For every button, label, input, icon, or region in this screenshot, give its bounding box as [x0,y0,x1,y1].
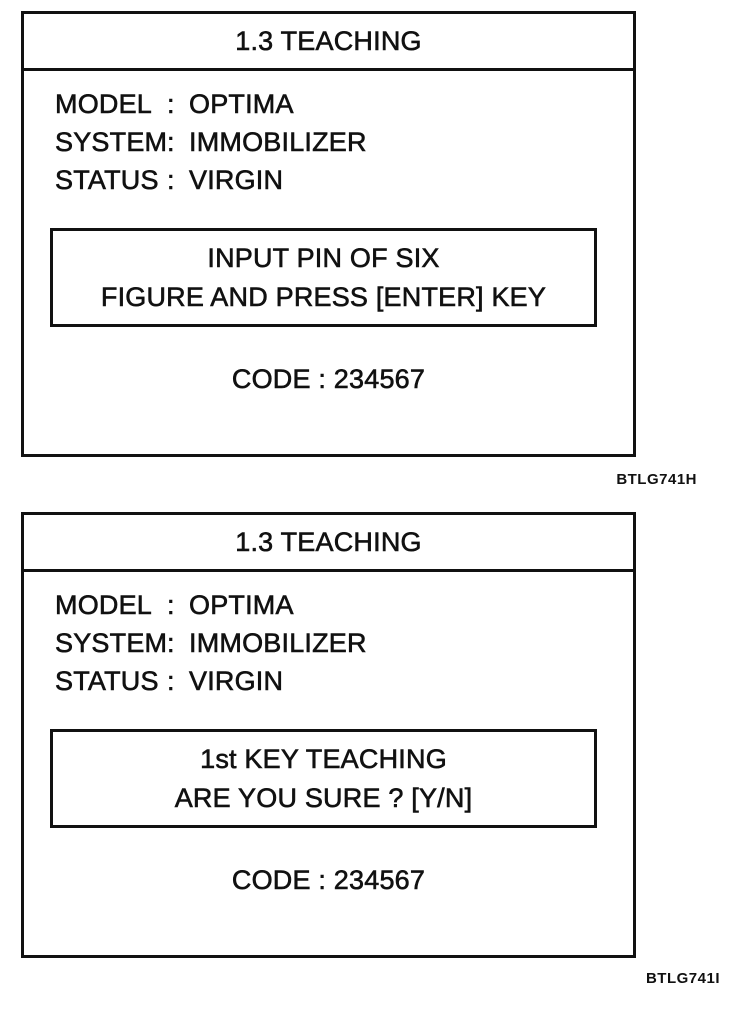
figure-reference-2: BTLG741I [645,970,720,987]
field-row-system: SYSTEM : IMMOBILIZER [55,123,633,161]
scan-tool-screen-key-teaching: 1.3 TEACHING MODEL : OPTIMA SYSTEM : IMM… [21,512,636,958]
field-separator: : [167,590,175,621]
field-separator: : [167,165,175,196]
prompt-box: INPUT PIN OF SIX FIGURE AND PRESS [ENTER… [50,228,597,327]
vehicle-info-fields: MODEL : OPTIMA SYSTEM : IMMOBILIZER STAT… [55,586,633,700]
code-line: CODE : 234567 [231,865,426,896]
field-row-model: MODEL : OPTIMA [55,85,633,123]
field-row-status: STATUS : VIRGIN [55,161,633,199]
field-value-system: IMMOBILIZER [189,628,367,659]
prompt-line-1: 1st KEY TEACHING [200,743,447,774]
prompt-line-2: FIGURE AND PRESS [ENTER] KEY [100,281,547,312]
field-value-system: IMMOBILIZER [189,127,367,158]
field-value-status: VIRGIN [189,165,284,196]
screen-title: 1.3 TEACHING [235,25,422,56]
field-row-status: STATUS : VIRGIN [55,662,633,700]
code-line: CODE : 234567 [231,364,426,395]
prompt-line-1: INPUT PIN OF SIX [207,242,440,273]
figure-reference-1: BTLG741H [616,471,697,488]
field-label-system: SYSTEM [55,127,168,158]
field-row-model: MODEL : OPTIMA [55,586,633,624]
scan-tool-screen-pin-input: 1.3 TEACHING MODEL : OPTIMA SYSTEM : IMM… [21,11,636,457]
vehicle-info-fields: MODEL : OPTIMA SYSTEM : IMMOBILIZER STAT… [55,85,633,199]
field-value-model: OPTIMA [189,590,294,621]
screen-title-bar: 1.3 TEACHING [24,515,633,572]
field-label-model: MODEL [55,89,153,120]
field-separator: : [167,127,175,158]
field-value-model: OPTIMA [189,89,294,120]
field-label-model: MODEL [55,590,153,621]
screen-title-bar: 1.3 TEACHING [24,14,633,71]
field-label-system: SYSTEM [55,628,168,659]
screen-title: 1.3 TEACHING [235,526,422,557]
field-label-status: STATUS [55,666,159,697]
field-separator: : [167,628,175,659]
field-label-status: STATUS [55,165,159,196]
prompt-box: 1st KEY TEACHING ARE YOU SURE ? [Y/N] [50,729,597,828]
prompt-line-2: ARE YOU SURE ? [Y/N] [174,782,473,813]
field-value-status: VIRGIN [189,666,284,697]
field-separator: : [167,89,175,120]
field-separator: : [167,666,175,697]
field-row-system: SYSTEM : IMMOBILIZER [55,624,633,662]
